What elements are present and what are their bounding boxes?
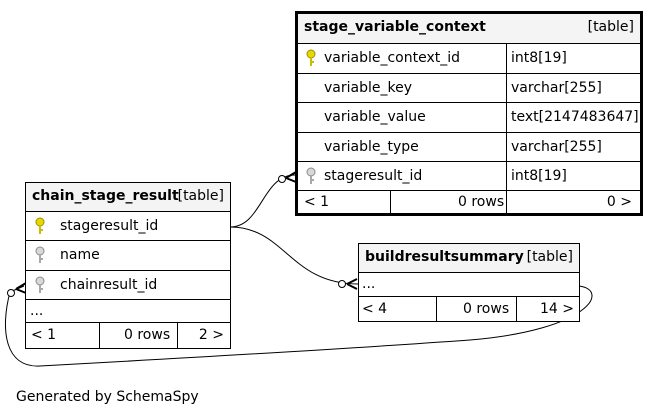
footer-divider [177,323,178,348]
table-tag: [table] [177,188,224,204]
column-row[interactable]: variable_key varchar[255] [298,74,640,103]
table-header: buildresultsummary [table] [359,244,579,273]
table-tag: [table] [587,19,634,35]
foreign-key-icon [35,246,45,263]
column-row[interactable]: stageresult_id [26,212,230,241]
column-name: variable_context_id [324,50,461,66]
column-type: text[2147483647] [511,109,639,125]
fk-line-buildresultsummary [229,226,359,285]
fk-optional-marker-buildresultsummary [338,280,346,288]
column-name: stageresult_id [60,218,159,234]
column-name: stageresult_id [324,168,423,184]
column-divider [506,74,507,102]
table-footer: < 1 0 rows 0 > [298,191,640,213]
generated-by-label: Generated by SchemaSpy [16,389,199,405]
column-row[interactable]: stageresult_id int8[19] [298,162,640,191]
column-row[interactable]: variable_context_id int8[19] [298,44,640,74]
footer-divider [516,297,517,321]
primary-key-icon [35,217,45,234]
footer-divider [506,191,507,213]
children-link[interactable]: 2 > [198,327,224,343]
row-count: 0 rows [124,327,171,343]
foreign-key-icon [306,167,316,184]
column-divider [506,103,507,132]
fk-optional-marker-self [7,289,15,297]
parents-link[interactable]: < 1 [31,327,57,343]
table-name: buildresultsummary [365,249,524,265]
column-divider [506,44,507,73]
column-name: variable_value [324,109,426,125]
footer-divider [390,191,391,213]
table-header: stage_variable_context [table] [298,14,640,44]
column-name: variable_type [324,139,419,155]
children-link[interactable]: 0 > [606,194,632,210]
row-count: 0 rows [463,301,510,317]
primary-key-icon [306,49,316,66]
table-stage-variable-context[interactable]: stage_variable_context [table] variable_… [295,11,643,216]
more-columns: ... [30,303,44,319]
column-type: varchar[255] [511,139,602,155]
footer-divider [99,323,100,348]
column-row[interactable]: variable_type varchar[255] [298,133,640,162]
column-type: varchar[255] [511,80,602,96]
table-header: chain_stage_result [table] [26,183,230,212]
column-type: int8[19] [511,168,567,184]
table-name: stage_variable_context [304,19,486,35]
table-name: chain_stage_result [32,188,179,204]
more-columns-row[interactable]: ... [359,273,579,297]
fk-crowfoot-buildresultsummary [346,278,358,290]
row-count: 0 rows [458,194,505,210]
column-row[interactable]: variable_value text[2147483647] [298,103,640,133]
fk-optional-marker-stage-variable-context [278,175,286,183]
column-type: int8[19] [511,50,567,66]
table-chain-stage-result[interactable]: chain_stage_result [table] stageresult_i… [25,182,231,349]
footer-divider [436,297,437,321]
column-divider [506,162,507,190]
children-link[interactable]: 14 > [540,301,574,317]
foreign-key-icon [35,276,45,293]
column-name: name [60,247,100,263]
table-footer: < 4 0 rows 14 > [359,297,579,321]
table-buildresultsummary[interactable]: buildresultsummary [table] ... < 4 0 row… [358,243,580,322]
fk-crowfoot-stage-variable-context [285,171,297,183]
table-footer: < 1 0 rows 2 > [26,323,230,348]
column-row[interactable]: chainresult_id [26,271,230,300]
column-name: variable_key [324,80,412,96]
column-name: chainresult_id [60,277,158,293]
fk-crowfoot-self [15,282,27,294]
parents-link[interactable]: < 1 [304,194,330,210]
parents-link[interactable]: < 4 [362,301,388,317]
more-columns: ... [362,276,376,292]
more-columns-row[interactable]: ... [26,300,230,323]
column-divider [506,133,507,161]
column-row[interactable]: name [26,241,230,271]
table-tag: [table] [526,249,573,265]
fk-line-stage-variable-context [229,174,296,228]
